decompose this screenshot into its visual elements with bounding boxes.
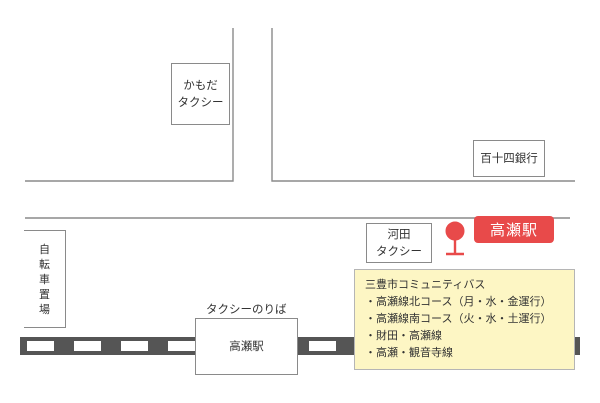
station-name-badge: 高瀬駅 <box>474 216 554 243</box>
bank-box: 百十四銀行 <box>473 140 545 177</box>
rail-tie-3 <box>168 341 195 351</box>
bus-route-1: ・高瀬線北コース（月・水・金運行） <box>365 295 552 308</box>
bank-label: 百十四銀行 <box>480 151 538 165</box>
station-building-label: 高瀬駅 <box>229 339 264 353</box>
bus-info-panel: 三豊市コミュニティバス ・高瀬線北コース（月・水・金運行） ・高瀬線南コース（火… <box>354 269 575 370</box>
kawata-taxi-line1: 河田 <box>387 227 411 241</box>
station-badge-label: 高瀬駅 <box>489 221 538 239</box>
road-west-edge <box>25 28 234 182</box>
bus-route-3: ・財田・高瀬線 <box>365 329 442 342</box>
kamoda-taxi-line1: かもだ <box>183 78 218 92</box>
bus-route-2: ・高瀬線南コース（火・水・土運行） <box>365 312 552 325</box>
bus-route-4: ・高瀬・観音寺線 <box>365 346 453 359</box>
station-building-box: 高瀬駅 <box>195 318 298 375</box>
bicycle-parking-char-1: 自 <box>39 242 50 256</box>
kamoda-taxi-line2: タクシー <box>177 95 224 109</box>
rail-tie-6 <box>309 341 336 351</box>
bus-info-title: 三豊市コミュニティバス <box>365 278 486 291</box>
rail-tie-1 <box>74 341 101 351</box>
bus-stop-pin-icon <box>445 221 465 256</box>
rail-tie-0 <box>27 341 54 351</box>
road-east-edge <box>271 28 575 182</box>
bicycle-parking-char-2: 転 <box>39 257 50 271</box>
kawata-taxi-line2: タクシー <box>376 244 422 258</box>
roads <box>25 28 575 219</box>
bicycle-parking-char-4: 置 <box>39 287 50 301</box>
kawata-taxi-box: 河田 タクシー <box>366 223 432 263</box>
taxi-stand-label: タクシーのりば <box>206 302 287 316</box>
rail-tie-2 <box>121 341 148 351</box>
kamoda-taxi-box: かもだ タクシー <box>171 63 230 125</box>
bicycle-parking-char-5: 場 <box>39 302 50 316</box>
bicycle-parking-char-3: 車 <box>39 272 50 286</box>
bicycle-parking-box: 自 転 車 置 場 <box>24 230 66 328</box>
